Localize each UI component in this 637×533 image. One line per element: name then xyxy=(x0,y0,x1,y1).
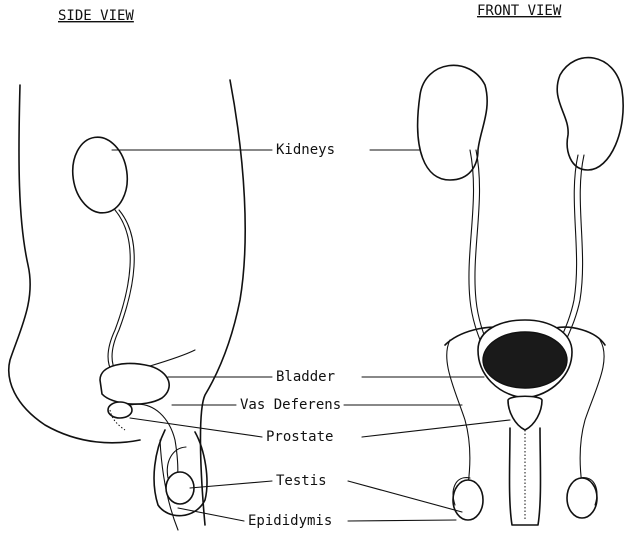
side-view-heading: SIDE VIEW xyxy=(58,8,134,24)
side-bladder xyxy=(100,364,169,405)
label-epididymis-group: Epididymis xyxy=(178,508,456,529)
front-view-heading: FRONT VIEW xyxy=(477,3,562,19)
side-view-figure xyxy=(9,80,245,530)
front-testis-left xyxy=(453,480,483,520)
front-prostate xyxy=(508,396,542,430)
front-kidney-right xyxy=(557,58,623,170)
label-bladder: Bladder xyxy=(276,369,335,385)
front-testis-right xyxy=(567,478,597,518)
side-prostate xyxy=(108,402,132,418)
label-kidneys: Kidneys xyxy=(276,142,335,158)
label-epididymis: Epididymis xyxy=(248,513,332,529)
label-testis-group: Testis xyxy=(190,473,462,512)
label-kidneys-group: Kidneys xyxy=(112,142,420,158)
label-prostate: Prostate xyxy=(266,429,333,445)
label-vas-deferens-group: Vas Deferens xyxy=(172,397,462,413)
side-kidney xyxy=(68,134,132,217)
front-view-figure xyxy=(418,58,624,525)
label-prostate-group: Prostate xyxy=(130,418,510,445)
front-kidney-left xyxy=(418,65,488,180)
label-testis: Testis xyxy=(276,473,327,489)
label-bladder-group: Bladder xyxy=(168,369,484,385)
label-vas-deferens: Vas Deferens xyxy=(240,397,341,413)
